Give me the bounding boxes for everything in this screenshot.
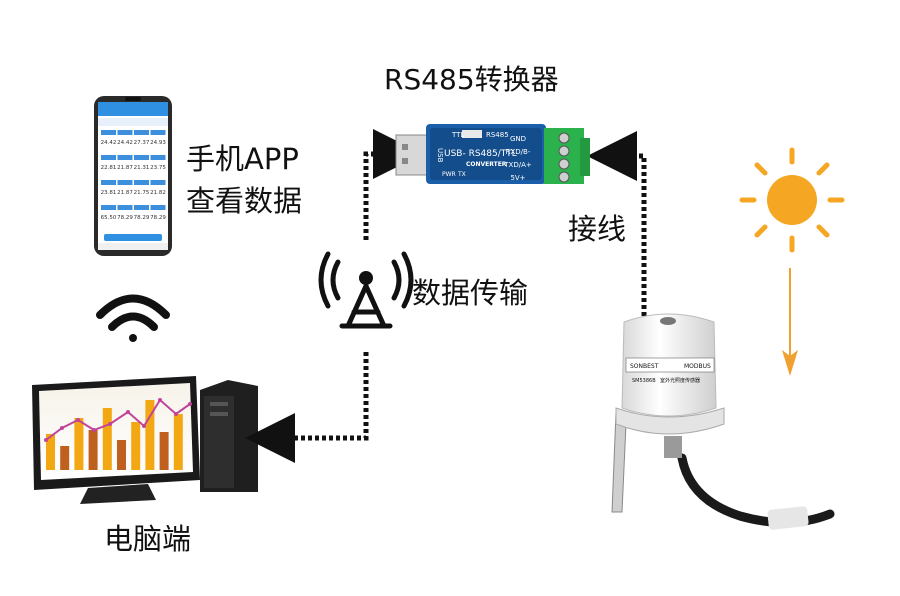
connection-lines xyxy=(245,129,647,463)
phone-label-line1: 手机APP xyxy=(186,142,299,176)
phone-cell-header xyxy=(134,130,149,135)
diagram-title: RS485转换器 xyxy=(384,63,559,96)
phone-cell-header xyxy=(117,155,133,160)
pc-chart-bar xyxy=(173,414,183,470)
pc-chart-point xyxy=(158,398,162,402)
pc-chart-point xyxy=(60,426,64,430)
phone-reading: 78.29 xyxy=(150,215,166,221)
pc-label: 电脑端 xyxy=(104,522,192,556)
converter-pin-labels: GND RXD/B- TXD/A+ 5V+ xyxy=(503,135,532,182)
pc-chart-point xyxy=(188,402,192,406)
pc-chart-bar xyxy=(60,446,70,470)
pc-chart-bar xyxy=(145,400,155,470)
phone-reading: 23.81 xyxy=(101,190,117,196)
converter-rs485-label: RS485 xyxy=(486,131,509,139)
converter-ttl-label: TTL xyxy=(451,131,464,139)
pc-chart-point xyxy=(44,438,48,442)
sensor-model: SM5386B xyxy=(632,378,656,384)
phone-reading: 78.29 xyxy=(117,215,133,221)
phone-cell-header xyxy=(101,180,116,185)
phone-cell-header xyxy=(134,155,149,160)
phone-cell-header xyxy=(117,180,133,185)
phone-reading: 27.37 xyxy=(134,140,150,146)
pc-chart-bar xyxy=(131,422,141,470)
pc-chart-point xyxy=(108,422,112,426)
wifi-icon xyxy=(96,294,170,342)
converter-pin-label: 5V+ xyxy=(510,174,525,182)
pc-chart-bar xyxy=(102,408,112,470)
phone-reading: 21.87 xyxy=(117,165,133,171)
converter-pin-label: TXD/A+ xyxy=(503,161,532,169)
pc-chart-point xyxy=(142,424,146,428)
phone-reading: 78.29 xyxy=(134,215,150,221)
pc-chart-point xyxy=(126,410,130,414)
phone-cell-header xyxy=(134,180,149,185)
phone-cell-header xyxy=(150,155,166,160)
pc-chart-line xyxy=(45,398,191,441)
converter-pin-label: RXD/B- xyxy=(506,148,531,156)
phone-cell-header xyxy=(150,180,166,185)
sunlight-arrow xyxy=(782,268,798,376)
phone-reading: 23.75 xyxy=(150,165,166,171)
light-sensor: SONBEST MODBUS SM5386B 室外光照度传感器 xyxy=(611,313,835,530)
phone-cell-header xyxy=(117,130,133,135)
phone-label-line2: 查看数据 xyxy=(186,184,303,218)
converter-main-label: USB- RS485/TTL xyxy=(444,149,517,159)
pc-chart-bar xyxy=(74,418,84,470)
phone-reading: 24.42 xyxy=(101,140,117,146)
phone-cell-header xyxy=(150,130,166,135)
pc-chart-point xyxy=(92,428,96,432)
sensor-desc: 室外光照度传感器 xyxy=(660,377,700,384)
pc-chart-bar xyxy=(159,432,169,470)
pc-chart-point xyxy=(174,412,178,416)
phone-cell-header xyxy=(101,130,116,135)
pc-chart-bar xyxy=(46,434,55,470)
transmission-label: 数据传输 xyxy=(412,276,529,310)
converter-usb-label: USB xyxy=(436,148,444,163)
converter-sub-label: CONVERTER xyxy=(466,161,507,168)
converter-pin-label: GND xyxy=(510,135,526,143)
antenna-icon xyxy=(318,251,414,329)
phone-reading: 22.81 xyxy=(101,165,117,171)
wiring-label: 接线 xyxy=(568,212,627,246)
phone-reading: 21.75 xyxy=(134,190,150,196)
pc-chart-bar xyxy=(117,440,126,470)
computer xyxy=(32,376,258,504)
phone-cell-header xyxy=(101,155,116,160)
phone-reading: 21.87 xyxy=(117,190,133,196)
phone-reading: 24.42 xyxy=(117,140,133,146)
pc-chart xyxy=(44,398,192,470)
pc-chart-point xyxy=(76,418,80,422)
sun-icon xyxy=(739,147,845,253)
converter-led-pwr: PWR xyxy=(442,171,456,178)
phone-cell-header xyxy=(150,205,166,210)
phone-cell-header xyxy=(101,205,116,210)
converter-led-tx: TX xyxy=(457,171,466,178)
pc-chart-bar xyxy=(88,430,98,470)
usb-rs485-converter: TTL RS485 USB USB- RS485/TTL CONVERTER P… xyxy=(395,124,590,184)
phone-reading: 21.82 xyxy=(150,190,166,196)
phone-reading: 65.50 xyxy=(101,215,117,221)
sensor-brand: SONBEST xyxy=(630,363,659,370)
sensor-protocol: MODBUS xyxy=(684,363,711,370)
phone-cell-header xyxy=(117,205,133,210)
phone-reading: 24.93 xyxy=(150,140,166,146)
phone-reading: 21.31 xyxy=(134,165,150,171)
phone-cell-header xyxy=(134,205,149,210)
